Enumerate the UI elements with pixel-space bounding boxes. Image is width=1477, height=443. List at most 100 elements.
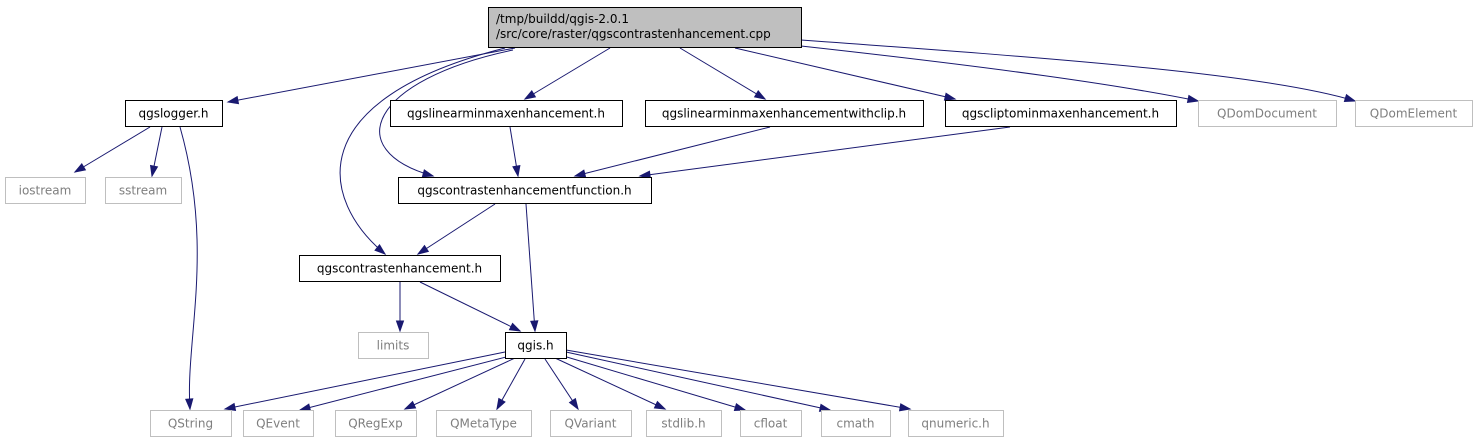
- edge-qgslinearminmax-to-qgscefunction: [509, 126, 521, 178]
- edge-qgscliptominmax-to-qgscefunction: [638, 126, 1011, 179]
- edge-arrowhead: [508, 322, 522, 332]
- edge-arrowhead: [185, 398, 194, 411]
- node-label: QString: [168, 417, 213, 431]
- node-label: QDomDocument: [1217, 107, 1317, 121]
- edge-arrowhead: [226, 95, 240, 105]
- edge-line: [800, 39, 1356, 102]
- edge-line: [379, 49, 514, 177]
- edge-line: [227, 47, 516, 103]
- edge-arrowhead: [416, 244, 430, 255]
- node-label: iostream: [19, 184, 72, 198]
- edge-qgslogger-to-iostream: [73, 126, 151, 173]
- node-box: [150, 410, 232, 437]
- node-iostream: iostream: [5, 177, 86, 204]
- node-box: [821, 410, 891, 437]
- edge-qgscefunction-to-qgsce: [416, 203, 496, 255]
- edge-qgslogger-to-sstream: [149, 126, 163, 178]
- node-box: [646, 410, 722, 437]
- node-box: [335, 410, 417, 437]
- node-box: [550, 410, 632, 437]
- node-qdomelement: QDomElement: [1355, 100, 1473, 127]
- node-label: cfloat: [754, 417, 788, 431]
- edge-root-to-qdomelement: [800, 39, 1357, 102]
- node-label: QVariant: [564, 417, 616, 431]
- node-cmath: cmath: [821, 410, 891, 437]
- node-qgslinearminmax[interactable]: qgslinearminmaxenhancement.h: [390, 100, 623, 127]
- node-label: qgslinearminmaxenhancementwithclip.h: [662, 107, 906, 121]
- edge-line: [299, 355, 511, 411]
- node-box: [390, 100, 623, 127]
- edge-arrowhead: [653, 400, 667, 410]
- edge-qgis-to-qvariant: [544, 358, 579, 411]
- node-box: [1198, 100, 1337, 127]
- node-box: [436, 410, 532, 437]
- edge-arrowhead: [523, 89, 537, 100]
- node-box: [740, 410, 802, 437]
- node-box: [908, 410, 1004, 437]
- edge-qgscefunction-to-qgis: [525, 203, 539, 333]
- edge-line: [74, 126, 151, 173]
- node-qregexp: QRegExp: [335, 410, 417, 437]
- edge-line: [179, 126, 198, 410]
- node-qgis[interactable]: qgis.h: [505, 332, 567, 359]
- edge-line: [554, 357, 666, 410]
- edge-qgsce-to-qgis: [419, 281, 522, 332]
- edge-arrowhead: [73, 162, 87, 173]
- node-qgslinearminmaxclip[interactable]: qgslinearminmaxenhancementwithclip.h: [645, 100, 924, 127]
- edge-line: [417, 203, 496, 255]
- node-qstring: QString: [150, 410, 232, 437]
- edge-line: [524, 47, 611, 100]
- node-box: [358, 332, 429, 359]
- edge-arrowhead: [1186, 94, 1200, 104]
- edge-arrowhead: [421, 169, 435, 178]
- edge-line: [800, 45, 1199, 102]
- edge-line: [525, 203, 536, 332]
- edge-line: [574, 126, 771, 177]
- edge-arrowhead: [568, 397, 579, 411]
- node-limits: limits: [358, 332, 429, 359]
- node-label-line: /tmp/buildd/qgis-2.0.1: [496, 12, 629, 26]
- edge-qgis-to-qnumeric: [565, 349, 912, 412]
- node-label: QRegExp: [348, 417, 403, 431]
- node-sstream: sstream: [105, 177, 182, 204]
- edge-line: [734, 47, 956, 100]
- edge-arrowhead: [1343, 93, 1357, 102]
- edge-arrowhead: [753, 89, 767, 100]
- edge-root-to-qgslinearminmaxclip: [679, 47, 767, 100]
- edge-arrowhead: [512, 164, 521, 178]
- node-qgsce[interactable]: qgscontrastenhancement.h: [299, 255, 501, 282]
- edge-qgis-to-cfloat: [559, 354, 747, 412]
- edge-arrowhead: [898, 403, 912, 412]
- node-box: [1355, 100, 1473, 127]
- node-box: [125, 100, 223, 127]
- node-cfloat: cfloat: [740, 410, 802, 437]
- node-label-line: /src/core/raster/qgscontrastenhancement.…: [496, 27, 771, 41]
- node-label: QMetaType: [450, 417, 517, 431]
- edge-arrowhead: [943, 92, 957, 101]
- edge-qgis-to-qstring: [223, 351, 506, 412]
- node-label: qgscontrastenhancementfunction.h: [417, 184, 631, 198]
- edge-arrowhead: [223, 402, 237, 412]
- edge-arrowhead: [298, 403, 312, 412]
- node-qgscefunction[interactable]: qgscontrastenhancementfunction.h: [398, 177, 652, 204]
- node-box: [105, 177, 182, 204]
- node-box: [945, 100, 1177, 127]
- edge-root-to-qgscefunction: [379, 49, 514, 178]
- edge-line: [679, 47, 766, 100]
- node-qgslogger[interactable]: qgslogger.h: [125, 100, 223, 127]
- edge-qgis-to-qmetatype: [496, 358, 526, 411]
- node-label: sstream: [119, 184, 167, 198]
- node-qdomdocument: QDomDocument: [1198, 100, 1337, 127]
- edge-qgis-to-stdlib: [554, 357, 667, 410]
- edge-root-to-qgsce: [339, 47, 506, 255]
- edge-line: [639, 126, 1011, 177]
- edge-arrowhead: [530, 320, 539, 333]
- edge-arrowhead: [573, 169, 587, 178]
- node-label: qgis.h: [517, 339, 553, 353]
- edge-line: [339, 47, 506, 255]
- edge-line: [404, 357, 516, 410]
- node-qgscliptominmax[interactable]: qgscliptominmaxenhancement.h: [945, 100, 1177, 127]
- node-label: QEvent: [256, 417, 300, 431]
- edge-qgslogger-to-qstring: [179, 126, 198, 411]
